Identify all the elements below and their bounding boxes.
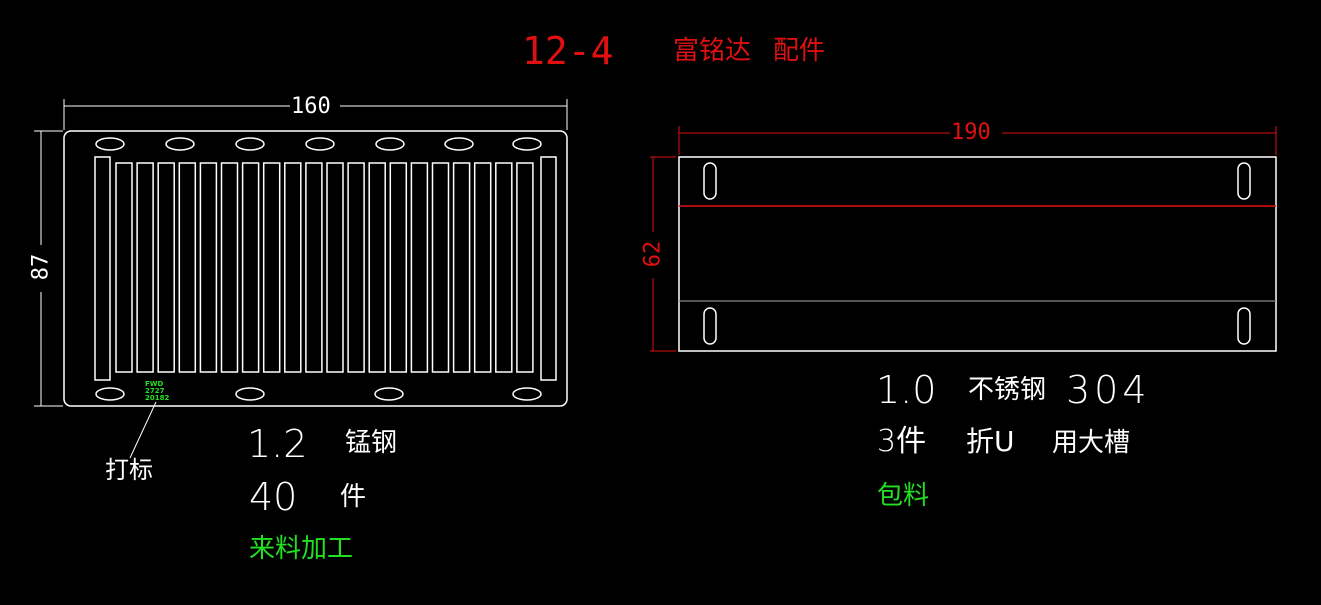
slot xyxy=(199,162,218,373)
dimension-62 xyxy=(650,156,676,352)
right-material: 不锈钢 xyxy=(968,375,1047,405)
slot xyxy=(220,162,239,373)
end-slot xyxy=(94,156,111,381)
slot xyxy=(241,162,260,373)
slot xyxy=(516,162,534,373)
right-plate-holes xyxy=(703,162,1251,345)
slot xyxy=(178,162,197,373)
slot xyxy=(284,162,302,373)
dimension-160 xyxy=(63,99,568,130)
mark-line: 2727 xyxy=(145,387,165,395)
end-slot xyxy=(540,156,557,381)
left-qty: 40 xyxy=(249,475,298,519)
left-plate-slots xyxy=(94,156,557,381)
slot xyxy=(495,162,513,373)
mark-leader-line xyxy=(129,401,157,459)
oval-hole xyxy=(165,137,195,151)
right-grade: 304 xyxy=(1066,368,1151,412)
title-code: 12-4 xyxy=(522,29,614,73)
oval-hole xyxy=(374,387,404,401)
oval-hole xyxy=(375,137,405,151)
right-process: 折U xyxy=(966,425,1015,458)
slot xyxy=(157,162,175,373)
slot xyxy=(136,162,154,373)
slot xyxy=(368,162,386,373)
right-plate-outline xyxy=(678,156,1277,352)
title-part: 配件 xyxy=(773,36,826,66)
right-qty: 3件 xyxy=(877,424,927,459)
oval-hole xyxy=(305,137,335,151)
mark-label: 打标 xyxy=(105,456,153,484)
oval-hole xyxy=(512,387,542,401)
slot xyxy=(305,162,323,373)
slot xyxy=(431,162,450,373)
slot xyxy=(262,162,281,373)
left-thickness: 1.2 xyxy=(247,422,308,466)
slot xyxy=(452,162,471,373)
slot xyxy=(347,162,365,373)
slot xyxy=(473,162,492,373)
oval-hole xyxy=(444,137,474,151)
left-plate-outline xyxy=(63,130,568,407)
slot xyxy=(410,162,429,373)
left-material: 锰钢 xyxy=(345,428,398,458)
engraving-mark: FWD 2727 20182 xyxy=(145,381,169,402)
slot xyxy=(326,162,344,373)
right-note: 包料 xyxy=(877,481,930,511)
mark-line: 20182 xyxy=(145,394,170,402)
dim-height-left: 87 xyxy=(28,253,54,281)
oval-hole xyxy=(95,137,125,151)
dim-height-right: 62 xyxy=(640,240,666,268)
dim-width-left: 160 xyxy=(291,94,331,119)
dimension-190 xyxy=(678,126,1277,155)
title-company: 富铭达 xyxy=(673,36,752,66)
right-usage: 用大槽 xyxy=(1052,428,1131,458)
right-thickness: 1.0 xyxy=(876,368,937,412)
dimension-87 xyxy=(34,130,63,407)
slot xyxy=(115,162,133,373)
mark-line: FWD xyxy=(145,380,164,388)
dim-width-right: 190 xyxy=(951,120,991,145)
oval-hole xyxy=(235,137,265,151)
oval-hole xyxy=(95,387,125,401)
slot xyxy=(389,162,408,373)
left-qty-unit: 件 xyxy=(340,482,367,512)
oval-hole xyxy=(235,387,265,401)
oval-hole xyxy=(512,137,542,151)
left-note: 来料加工 xyxy=(249,534,354,564)
left-plate-holes xyxy=(95,137,542,401)
